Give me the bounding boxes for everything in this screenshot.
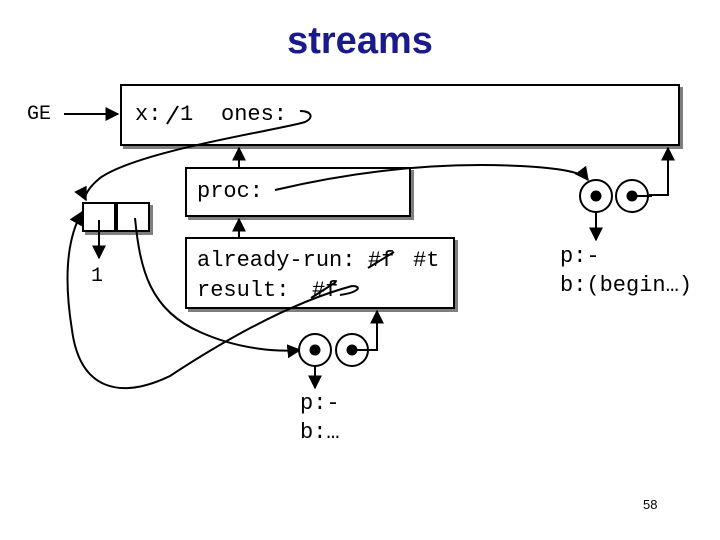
closure-right-env-arrow [649, 146, 675, 196]
closure-right-body: b:(begin…) [560, 273, 693, 298]
closure-bottom-body: b:… [300, 420, 340, 445]
global-env-frame [120, 84, 680, 146]
binding-x-name: x: [135, 102, 162, 127]
already-run-strike [367, 251, 395, 269]
x-value-strike [166, 105, 179, 125]
closure-bottom [298, 333, 369, 367]
ones-to-cons-arrow [74, 110, 312, 202]
binding-ones: ones: [221, 102, 288, 127]
binding-proc: proc: [197, 179, 264, 204]
global-env-label: GE [27, 103, 52, 126]
closure-bottom-params: p:- [300, 391, 340, 416]
result-strike [310, 281, 337, 299]
proc-to-closure-arrow [274, 164, 589, 191]
result-to-cons-arrow [66, 210, 359, 390]
closure-bottom-env-arrow [370, 309, 384, 351]
cons-cdr-box [116, 202, 150, 232]
cdr-pointer-arrow [134, 217, 302, 359]
slide-title: streams [287, 20, 433, 62]
already-run-new-value: #t [413, 248, 440, 273]
proc-frame [185, 167, 411, 217]
slide-number: 58 [643, 497, 658, 512]
binding-x-value: 1 [180, 102, 194, 127]
cons-car-value: 1 [91, 265, 104, 288]
binding-result: result: [197, 278, 290, 303]
closure-right-params: p:- [560, 244, 600, 269]
binding-already-run: already-run: [197, 248, 356, 273]
